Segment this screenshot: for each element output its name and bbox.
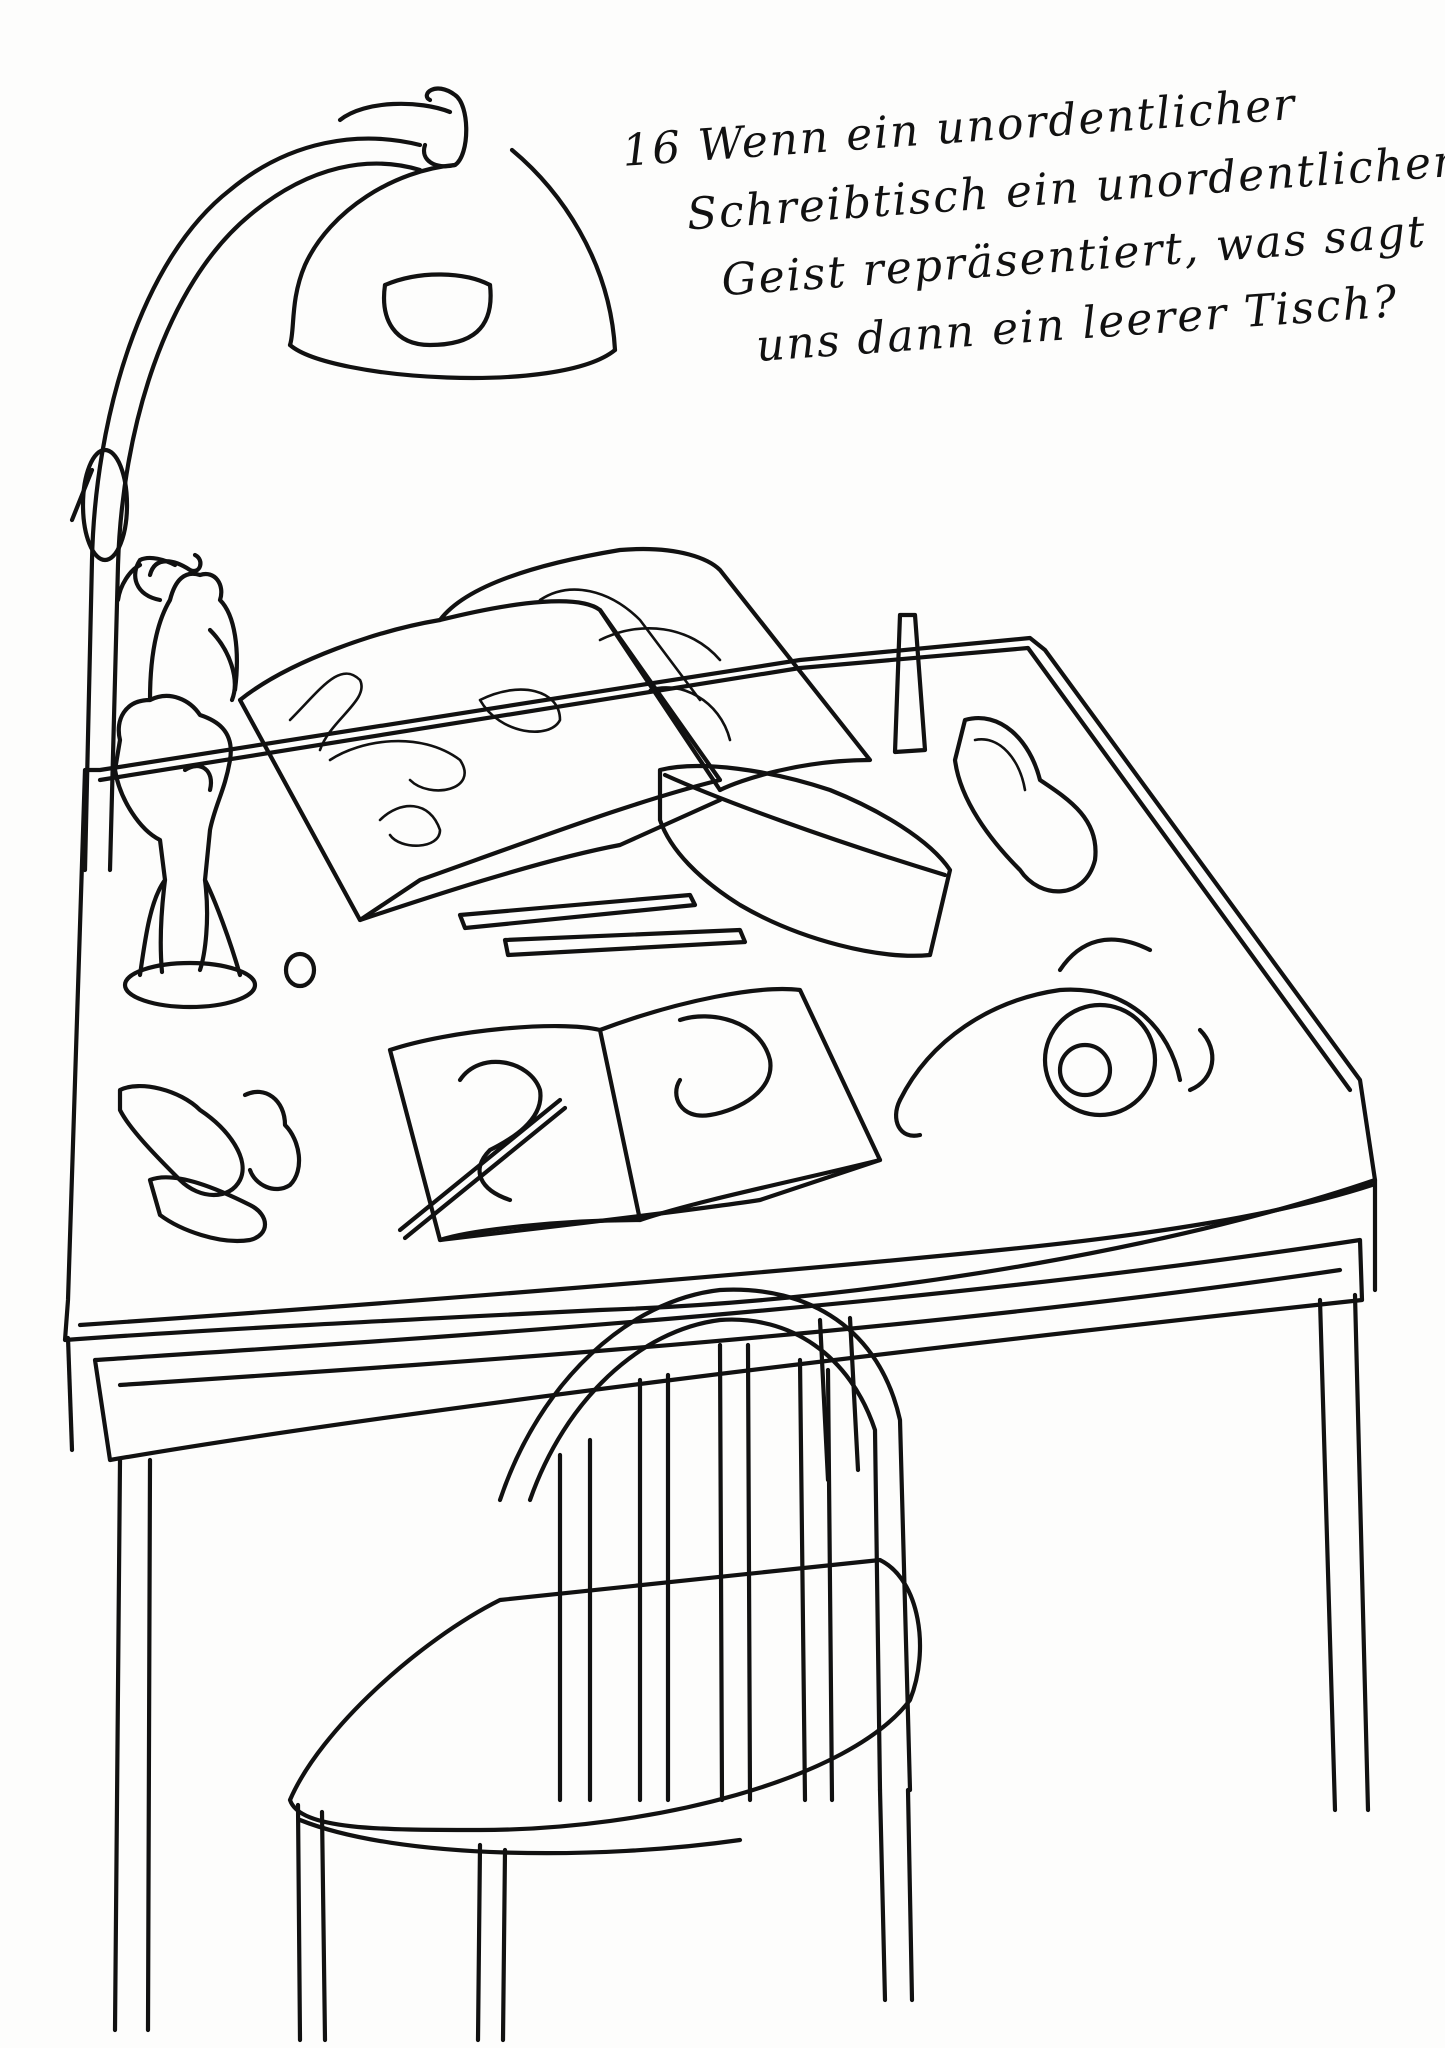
desk-lamp-icon — [69, 86, 618, 873]
headphones-icon — [894, 937, 1215, 1138]
upright-stick — [892, 612, 928, 755]
open-book-icon — [237, 547, 873, 923]
pencils — [457, 892, 748, 958]
sock-icon — [117, 1084, 302, 1244]
shoe-object — [952, 716, 1098, 894]
chair-icon — [287, 1287, 923, 2043]
figurine-icon — [112, 552, 258, 1010]
desk-top — [62, 635, 1378, 2033]
case-object — [657, 763, 953, 958]
sketchbook-icon — [387, 986, 883, 1243]
ring-object — [283, 951, 317, 989]
